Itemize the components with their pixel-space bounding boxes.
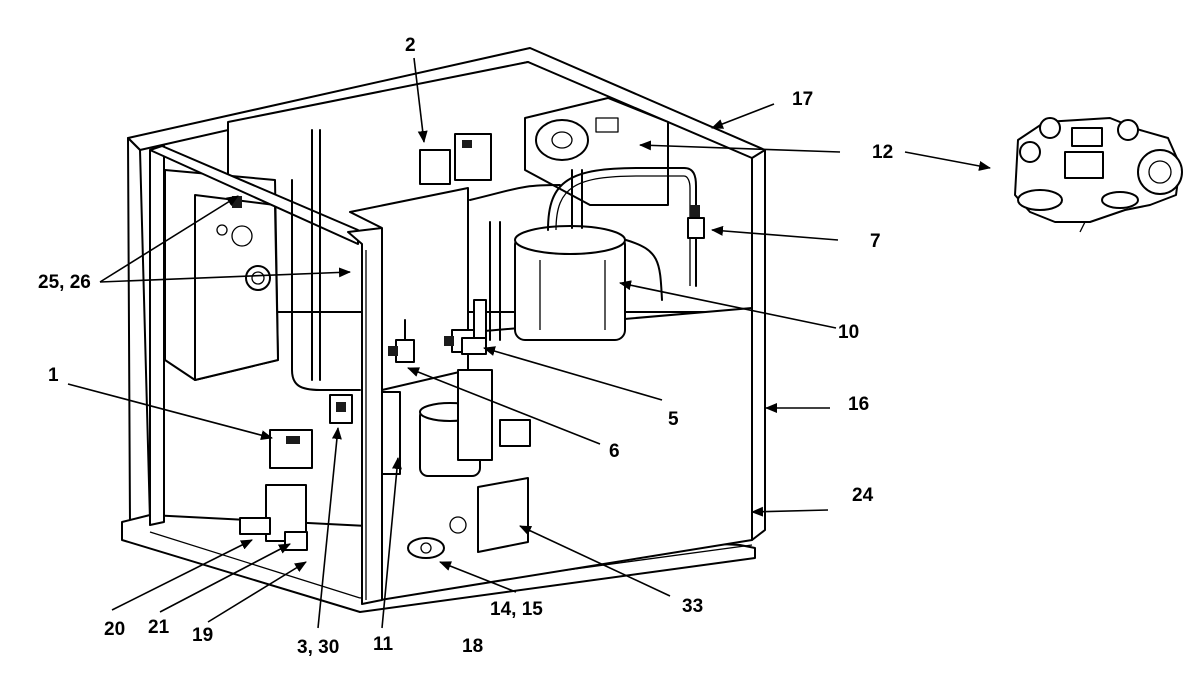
callout-19: 19 <box>192 625 214 646</box>
callout-1: 1 <box>48 365 59 386</box>
compressor <box>514 225 626 341</box>
drain-valve-assembly <box>239 394 353 551</box>
callout-21: 21 <box>148 617 170 638</box>
service-plate <box>477 477 529 553</box>
callout-25-26: 25, 26 <box>38 272 91 293</box>
valve-assembly <box>388 299 487 363</box>
leader-lines <box>67 57 991 629</box>
fitting-plate <box>407 537 445 559</box>
solenoid-valve <box>419 133 492 185</box>
callout-16: 16 <box>848 394 870 415</box>
callout-11: 11 <box>373 634 394 655</box>
grommet-hole <box>449 516 467 534</box>
condenser-fan-unit <box>524 97 669 206</box>
callout-7: 7 <box>870 231 881 252</box>
pump-assembly <box>381 369 531 477</box>
refrigerant-piping <box>291 129 697 391</box>
callout-14-15: 14, 15 <box>490 599 543 620</box>
electrical-box <box>164 169 279 381</box>
callout-5: 5 <box>668 409 679 430</box>
filter-drier <box>687 205 705 239</box>
callout-20: 20 <box>104 619 126 640</box>
callout-18: 18 <box>462 636 484 657</box>
center-partition <box>349 187 469 391</box>
callout-33: 33 <box>682 596 704 617</box>
callout-3-30: 3, 30 <box>297 637 340 658</box>
callout-6: 6 <box>609 441 620 462</box>
front-left-frame <box>149 145 383 605</box>
right-side-panel <box>751 149 766 541</box>
callout-24: 24 <box>852 485 874 506</box>
callout-2: 2 <box>405 35 416 56</box>
callout-17: 17 <box>792 89 814 110</box>
callout-10: 10 <box>838 322 860 343</box>
inset-detail <box>1014 117 1183 233</box>
callout-12: 12 <box>872 142 894 163</box>
